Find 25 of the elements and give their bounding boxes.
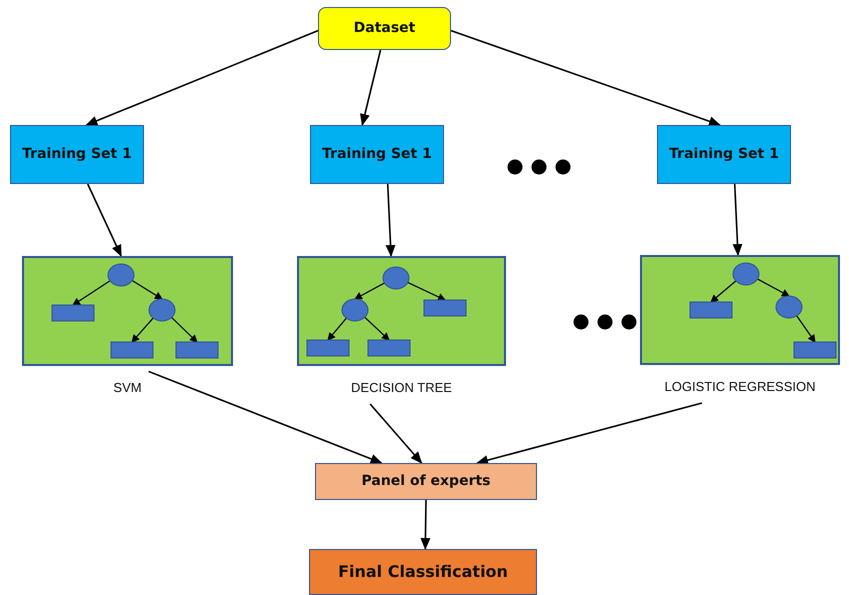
arrow (148, 370, 383, 464)
arrow (450, 30, 721, 126)
process-box (10, 125, 144, 184)
arrow (386, 184, 396, 257)
arrow (87, 184, 122, 257)
model-label: DECISION TREE (350, 380, 453, 395)
arrow (420, 500, 430, 550)
start-box (318, 7, 451, 50)
process-box (315, 463, 537, 500)
box-label: Final Classification (338, 562, 508, 582)
process-box (310, 125, 444, 184)
process-box (657, 125, 791, 184)
result-box (309, 549, 537, 595)
box-label: Panel of experts (361, 472, 491, 490)
arrow (476, 402, 702, 465)
box-label: Training Set 1 (669, 146, 779, 164)
box-label: Dataset (354, 20, 416, 38)
arrow (360, 50, 382, 126)
box-label: Training Set 1 (22, 146, 132, 164)
model-label: LOGISTIC REGRESSION (664, 379, 816, 394)
arrow (732, 184, 742, 256)
model-label: SVM (112, 380, 143, 395)
arrow (370, 403, 422, 464)
box-label: Training Set 1 (322, 146, 432, 164)
arrow (85, 30, 318, 126)
